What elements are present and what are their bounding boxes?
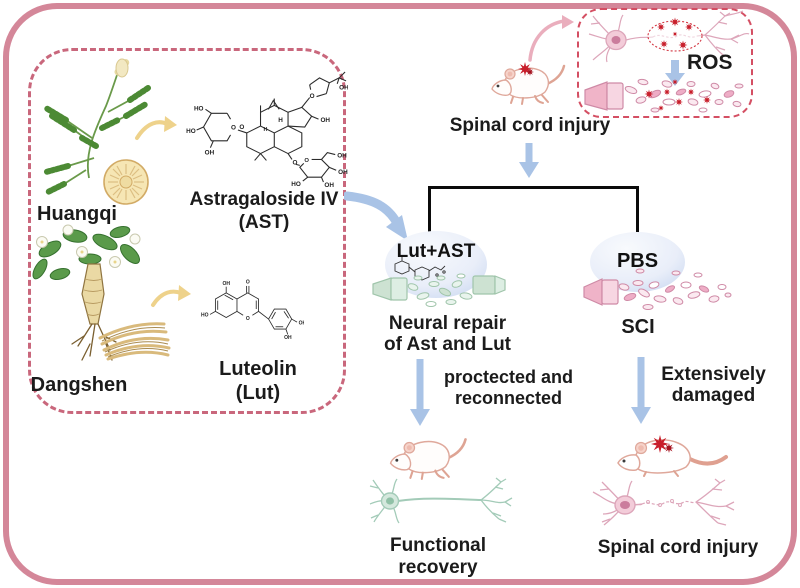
svg-text:OH: OH	[299, 320, 304, 326]
ros-label: ROS	[687, 51, 733, 74]
svg-text:H: H	[263, 127, 267, 133]
svg-text:OH: OH	[338, 169, 348, 176]
huangqi-plant-illustration	[43, 58, 151, 205]
svg-text:O: O	[246, 280, 250, 286]
mouse-healthy-icon	[389, 438, 467, 480]
spinal-cord-injury-bottom-label: Spinal cord injury	[597, 537, 759, 558]
mouse-injured-top-icon	[491, 62, 566, 105]
astragaloside-structure-illustration: O HO HO OH O H H OH O OH O O OH OH HO OH	[186, 71, 348, 188]
neuron-damaged-icon	[592, 478, 735, 526]
treatment-label: Lut+AST	[396, 241, 476, 262]
svg-text:OH: OH	[222, 281, 230, 287]
svg-text:OH: OH	[284, 335, 292, 341]
ast-to-treatment-arrow-icon	[344, 191, 408, 241]
branch-bracket-right	[636, 186, 639, 236]
mouse-injured-bottom-icon	[617, 435, 728, 477]
repaired-cord-illustration	[372, 257, 506, 307]
svg-text:HO: HO	[186, 128, 196, 135]
svg-text:OH: OH	[324, 182, 334, 188]
branch-bracket-horizontal	[428, 186, 639, 189]
ast-name-label: Astragaloside IV (AST)	[183, 188, 345, 234]
svg-text:OH: OH	[337, 153, 347, 160]
damaged-label: Extensively damaged	[656, 364, 771, 406]
neuron-healthy-icon	[369, 477, 513, 524]
branch-bracket-left	[428, 186, 431, 238]
svg-text:OH: OH	[320, 117, 330, 124]
damaged-line2: damaged	[671, 385, 756, 406]
damaged-line1: Extensively	[661, 364, 766, 385]
ros-process-box	[577, 8, 753, 118]
neural-repair-label: Neural repair of Ast and Lut	[370, 313, 525, 355]
dangshen-dried-roots	[98, 322, 171, 361]
herb-sources-panel	[28, 48, 346, 414]
svg-text:O: O	[231, 124, 236, 131]
huangqi-root-slice	[103, 159, 149, 205]
flow-down-arrow-2-icon	[410, 359, 430, 426]
lut-name-label: Luteolin (Lut)	[198, 357, 318, 405]
protected-line1: proctected and	[443, 367, 574, 387]
svg-text:H: H	[278, 117, 283, 124]
protected-line2: reconnected	[454, 388, 563, 408]
sci-label: SCI	[621, 316, 655, 338]
dangshen-label: Dangshen	[30, 374, 128, 396]
svg-text:HO: HO	[291, 181, 301, 188]
ros-damage-illustration	[584, 10, 750, 113]
dangshen-plant-illustration	[32, 224, 171, 361]
huangqi-label: Huangqi	[37, 203, 117, 225]
svg-text:O: O	[239, 124, 244, 131]
functional-recovery-label: Functional recovery	[389, 535, 487, 578]
svg-text:HO: HO	[194, 105, 204, 112]
svg-text:O: O	[292, 159, 297, 166]
svg-text:HO: HO	[201, 313, 209, 319]
lut-abbr-line: (Lut)	[235, 382, 281, 404]
figure-outer-border	[3, 3, 797, 585]
flow-down-arrow-1-icon	[519, 143, 539, 178]
ast-name-line: Astragaloside IV	[189, 189, 339, 210]
svg-text:O: O	[246, 316, 250, 322]
ast-abbr-line: (AST)	[238, 212, 290, 233]
luteolin-structure-illustration: O O OH HO OH OH	[201, 280, 304, 341]
huangqi-to-ast-arrow-icon	[135, 116, 177, 140]
svg-text:O: O	[304, 158, 309, 164]
flow-down-arrow-3-icon	[631, 357, 651, 424]
dangshen-to-lut-arrow-icon	[151, 285, 191, 307]
neural-repair-line1: Neural repair	[388, 313, 507, 334]
control-label: PBS	[616, 250, 659, 272]
svg-text:O: O	[310, 93, 315, 100]
ros-down-arrow-icon	[671, 60, 679, 73]
mouse-to-ros-arrow-icon	[528, 15, 574, 62]
svg-text:OH: OH	[339, 85, 348, 92]
svg-text:OH: OH	[205, 150, 215, 157]
protected-label: proctected and reconnected	[441, 367, 576, 409]
neural-repair-line2: of Ast and Lut	[384, 334, 511, 355]
damaged-cord-illustration	[583, 268, 732, 310]
lut-name-line: Luteolin	[219, 358, 297, 380]
spinal-cord-injury-top-label: Spinal cord injury	[449, 115, 611, 136]
